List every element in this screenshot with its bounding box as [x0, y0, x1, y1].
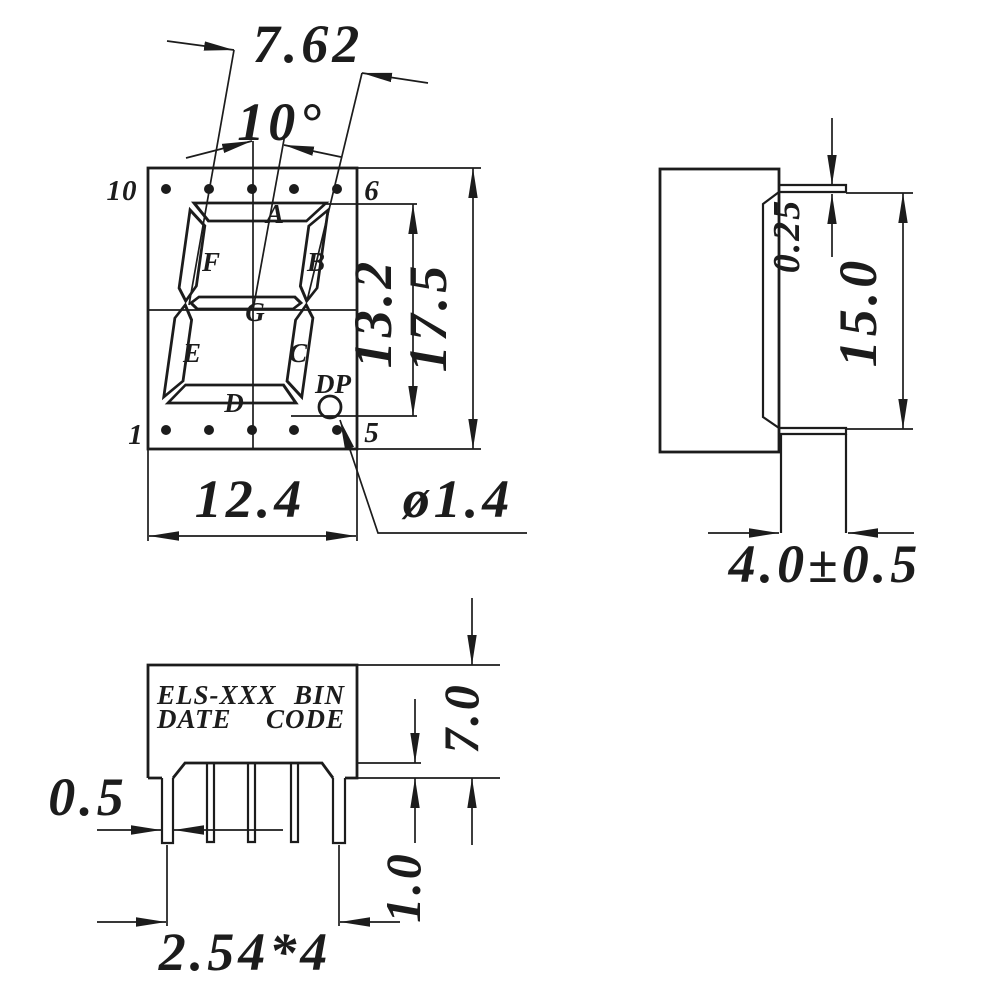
dim-text-4-0: 4.0±0.5 — [728, 534, 922, 594]
extension-line-left-column — [188, 49, 235, 306]
pin-dot — [247, 184, 257, 194]
pin-4-lead — [289, 763, 300, 844]
dimension-10-degrees: 10° — [185, 92, 342, 159]
arrow-leader — [283, 144, 342, 158]
dim-text-15-0: 15.0 — [828, 257, 888, 368]
side-body-outline — [658, 167, 781, 454]
dim-text-7-0: 7.0 — [433, 682, 489, 754]
pin-dot — [204, 184, 214, 194]
dimension-17-5: 17.5 — [357, 167, 481, 450]
dim-text-13-2: 13.2 — [343, 258, 403, 369]
dimension-12-4: 12.4 — [147, 449, 358, 541]
marking-bin: BIN — [293, 680, 346, 710]
leader-line — [339, 419, 527, 534]
seven-segment-digit — [161, 201, 330, 405]
dim-text-2-54x4: 2.54*4 — [158, 922, 332, 982]
pin-3-lead — [246, 763, 257, 844]
arrow-leader — [361, 72, 429, 84]
dim-text-dia-1-4: ø1.4 — [401, 469, 514, 529]
dim-text-17-5: 17.5 — [398, 262, 458, 373]
pin-number-1: 1 — [128, 419, 144, 451]
dim-text-1-0: 1.0 — [375, 851, 431, 923]
dim-text-7-62: 7.62 — [253, 14, 364, 74]
package-marking: ELS-XXX BIN DATE CODE — [156, 680, 346, 734]
segment-d — [164, 383, 299, 405]
dimension-1-0: 1.0 — [357, 699, 431, 923]
segment-label-a: A — [264, 199, 284, 229]
segment-label-f: F — [201, 247, 220, 277]
display-face-profile — [761, 191, 780, 429]
segment-b — [298, 206, 330, 304]
dim-text-0-5: 0.5 — [48, 767, 128, 827]
pin-dot — [332, 425, 342, 435]
marking-code: CODE — [266, 704, 345, 734]
dimension-4-0: 4.0±0.5 — [708, 528, 922, 594]
dimension-15-0: 15.0 — [828, 192, 913, 430]
pin-number-10: 10 — [107, 175, 138, 207]
decimal-point-outline — [317, 394, 343, 420]
segment-a — [190, 201, 330, 223]
dimension-2-54x4: 2.54*4 — [97, 845, 400, 982]
segment-label-e: E — [182, 338, 201, 368]
dim-text-10-degrees: 10° — [237, 92, 325, 152]
back-view: ELS-XXX BIN DATE CODE 0.5 2.54*4 7.0 — [48, 598, 500, 982]
bottom-bezel-tab — [779, 426, 848, 436]
pin-dot — [332, 184, 342, 194]
dimension-7-62: 7.62 — [166, 14, 429, 84]
segment-label-dp: DP — [314, 369, 351, 399]
pin-dot — [161, 184, 171, 194]
arrow-leader — [185, 140, 253, 159]
segment-e — [161, 302, 194, 401]
segment-g — [188, 295, 304, 311]
dim-text-0-25: 0.25 — [766, 199, 808, 274]
marking-date: DATE — [156, 704, 232, 734]
pin-number-6: 6 — [364, 175, 380, 207]
dimension-dp-diameter: ø1.4 — [339, 419, 527, 534]
segment-label-c: C — [289, 338, 308, 368]
segment-c — [285, 302, 315, 401]
segment-label-d: D — [223, 388, 244, 418]
segment-label-g: G — [245, 297, 265, 327]
pin-number-5: 5 — [364, 417, 380, 449]
segment-label-b: B — [306, 247, 325, 277]
top-bezel-tab — [779, 183, 848, 194]
pin-dots-top-row — [161, 184, 342, 194]
segment-f — [177, 206, 207, 304]
arrow-leader — [166, 40, 235, 51]
dimension-0-5: 0.5 — [48, 767, 283, 835]
dimension-7-0: 7.0 — [357, 598, 500, 845]
pin-dot — [204, 425, 214, 435]
pin-dots-bottom-row — [161, 425, 342, 435]
side-view: 0.25 15.0 4.0±0.5 — [658, 118, 922, 594]
pin-dot — [289, 184, 299, 194]
dim-text-12-4: 12.4 — [195, 469, 306, 529]
pin-5-lead — [331, 778, 347, 845]
pin-2-lead — [205, 763, 216, 844]
marking-model: ELS-XXX — [156, 680, 277, 710]
dimension-13-2: 13.2 — [291, 203, 418, 417]
front-view: 10 6 1 5 A F B G E C D DP 7.62 — [107, 14, 527, 541]
pin-dot — [289, 425, 299, 435]
pin-1-lead — [160, 778, 175, 845]
pin-dot — [247, 425, 257, 435]
pin-dot — [161, 425, 171, 435]
dimension-0-25: 0.25 — [766, 118, 837, 274]
